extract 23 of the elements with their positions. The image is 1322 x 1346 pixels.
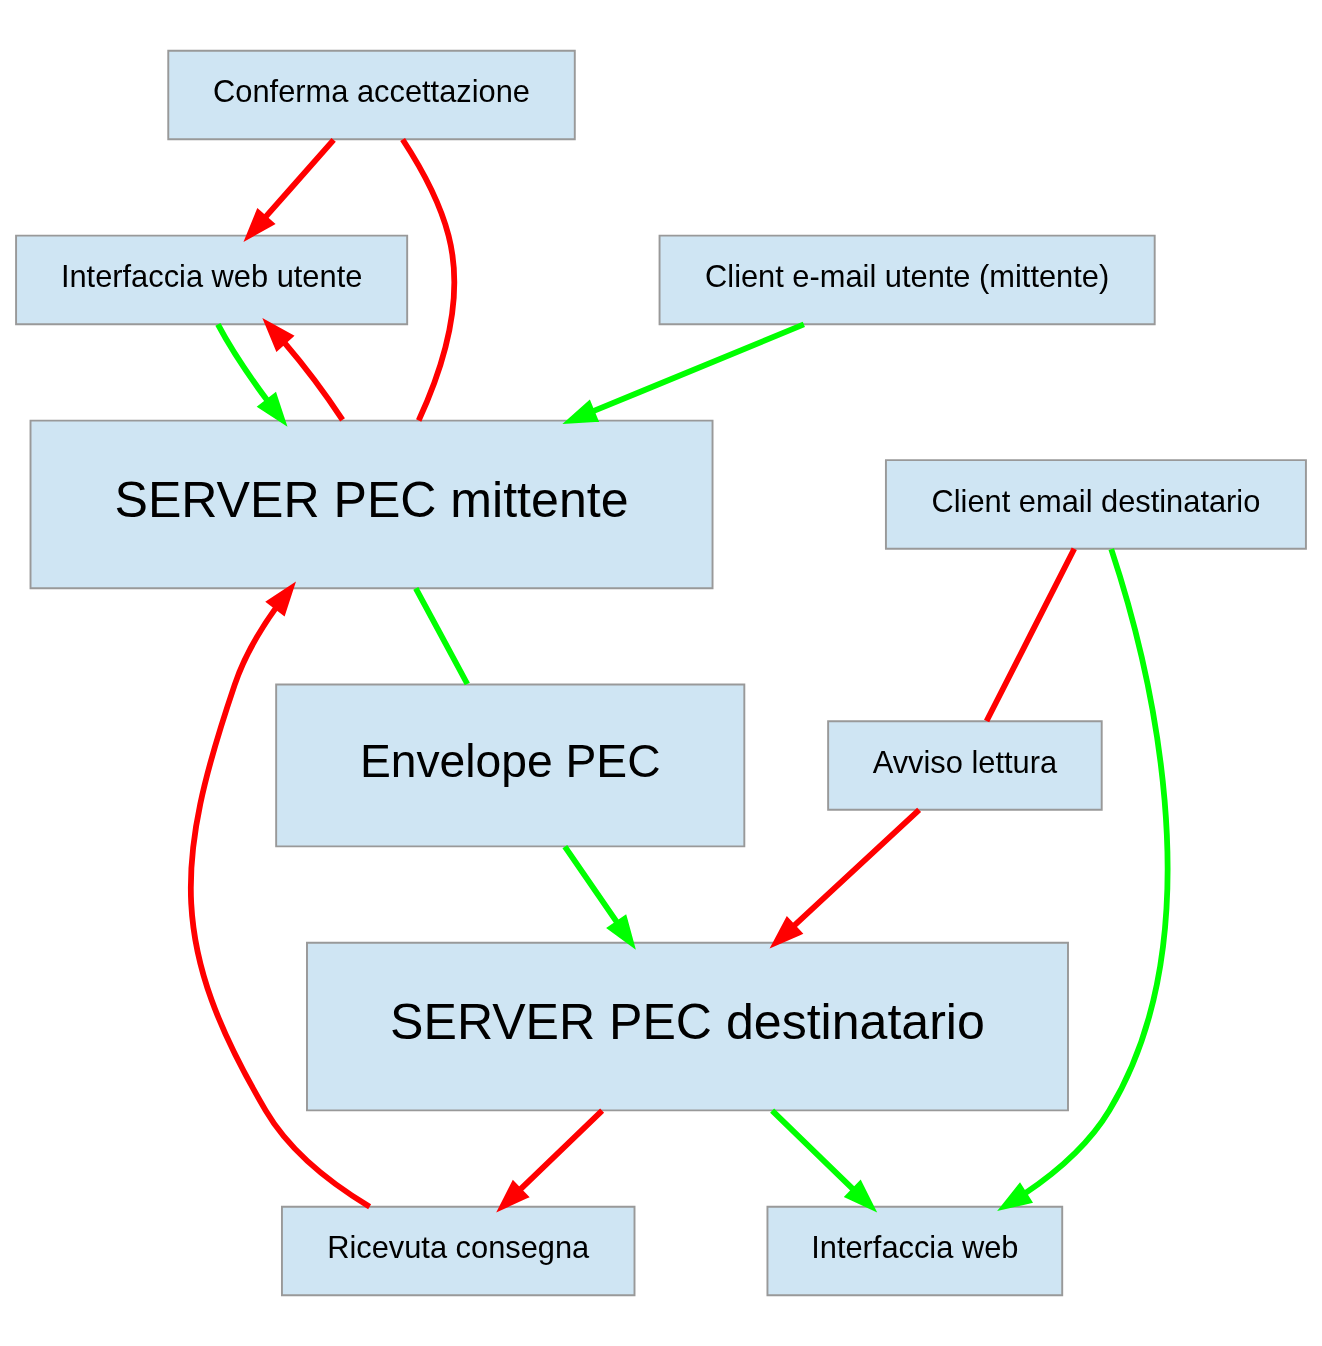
arrow xyxy=(997,548,1171,1212)
arrow xyxy=(562,845,636,950)
node-box: Client e-mail utente (mittente) xyxy=(658,234,1156,326)
arrow xyxy=(188,581,372,1210)
node-box: Interfaccia web xyxy=(766,1205,1064,1297)
node-box: Conferma accettazione xyxy=(167,49,576,141)
node-box: SERVER PEC mittente xyxy=(29,419,714,590)
arrow xyxy=(562,321,805,424)
node-box: Envelope PEC xyxy=(275,683,746,848)
arrow xyxy=(769,807,922,949)
node-box: SERVER PEC destinatario xyxy=(306,941,1069,1112)
arrow xyxy=(262,317,345,422)
arrow xyxy=(243,137,336,242)
arrow xyxy=(496,1108,605,1213)
node-box: Ricevuta consegna xyxy=(280,1205,636,1297)
arrow xyxy=(770,1108,878,1213)
connector xyxy=(984,547,1077,723)
node-box: Client email destinatario xyxy=(884,459,1307,550)
node-box: Avviso lettura xyxy=(827,720,1103,811)
connector xyxy=(400,137,457,422)
node-box: Interfaccia web utente xyxy=(15,234,409,326)
arrow xyxy=(215,323,288,427)
connector xyxy=(413,587,470,686)
